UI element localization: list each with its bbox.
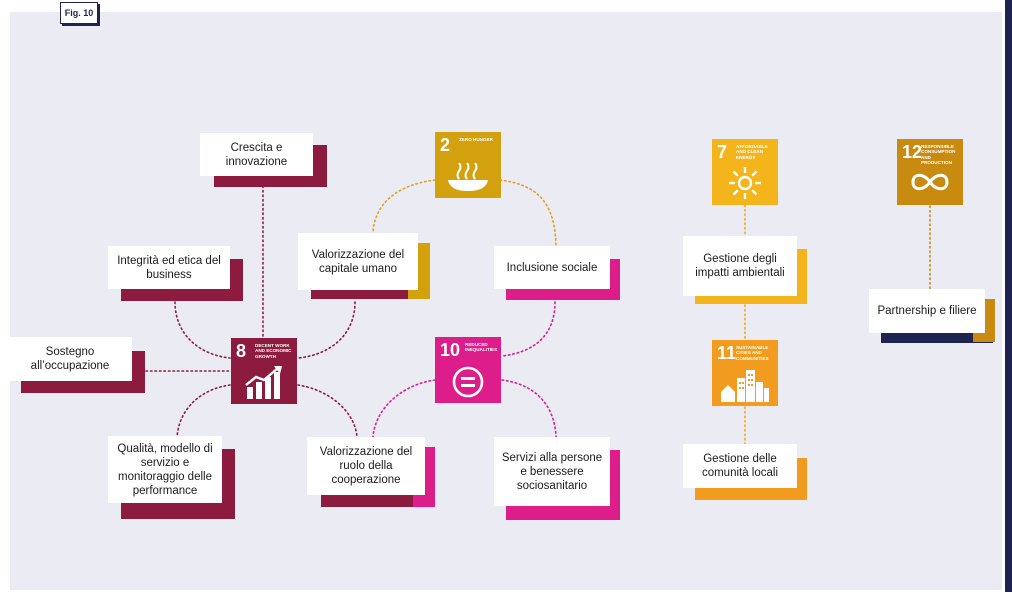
topic-label: Gestione degli impatti ambientali [683, 236, 797, 296]
goal-number: 11 [717, 343, 737, 363]
sdg12-tile: 12 Responsible consumption and productio… [897, 139, 963, 205]
sun-icon [729, 167, 761, 199]
sdg2-connectors [372, 179, 557, 247]
goal-number: 2 [440, 135, 451, 155]
topic-label: Servizi alla persone e benessere sociosa… [494, 437, 610, 506]
bowl-icon [448, 162, 488, 191]
goal-number: 8 [236, 341, 247, 361]
sdg10-connectors [372, 301, 557, 438]
infinity-icon [911, 173, 949, 191]
right-edge-bar [1005, 0, 1012, 592]
goal-title: Responsible consumption and production [921, 144, 956, 166]
sdg10-tile: 10 Reduced inequalities [435, 337, 501, 403]
goal-number: 7 [717, 142, 728, 162]
goal-number: 12 [902, 142, 923, 162]
growth-chart-icon [245, 366, 282, 399]
goal-title: Decent work and economic growth [255, 343, 292, 359]
sdg8-connectors [136, 185, 358, 441]
sdg2-tile: 2 Zero hunger [435, 132, 501, 198]
goal-title: Zero hunger [459, 137, 493, 142]
goal-title: Affordable and clean energy [736, 144, 768, 160]
topic-label: Valorizzazione del ruolo della cooperazi… [307, 437, 425, 495]
equality-icon [452, 366, 484, 398]
topic-label: Valorizzazione del capitale umano [298, 233, 418, 290]
topic-label: Qualità, modello di servizio e monitorag… [108, 436, 222, 503]
city-icon [721, 370, 769, 402]
sdg7-tile: 7 Affordable and clean energy [712, 139, 778, 205]
topic-label: Partnership e filiere [869, 289, 985, 333]
goal-title: Reduced inequalities [465, 342, 498, 353]
sdg11-tile: 11 Sustainable cities and communities [712, 340, 778, 406]
figure-label: Fig. 10 [60, 2, 98, 24]
topic-label: Crescita e innovazione [200, 133, 313, 176]
topic-label: Sostegno all’occupazione [8, 337, 132, 381]
topic-label: Inclusione sociale [494, 246, 610, 289]
topic-label: Gestione delle comunità locali [683, 444, 797, 488]
goal-number: 10 [440, 340, 461, 360]
topic-label: Integrità ed etica del business [108, 246, 230, 289]
sdg8-tile: 8 Decent work and economic growth [231, 338, 297, 404]
goal-title: Sustainable cities and communities [736, 345, 769, 361]
